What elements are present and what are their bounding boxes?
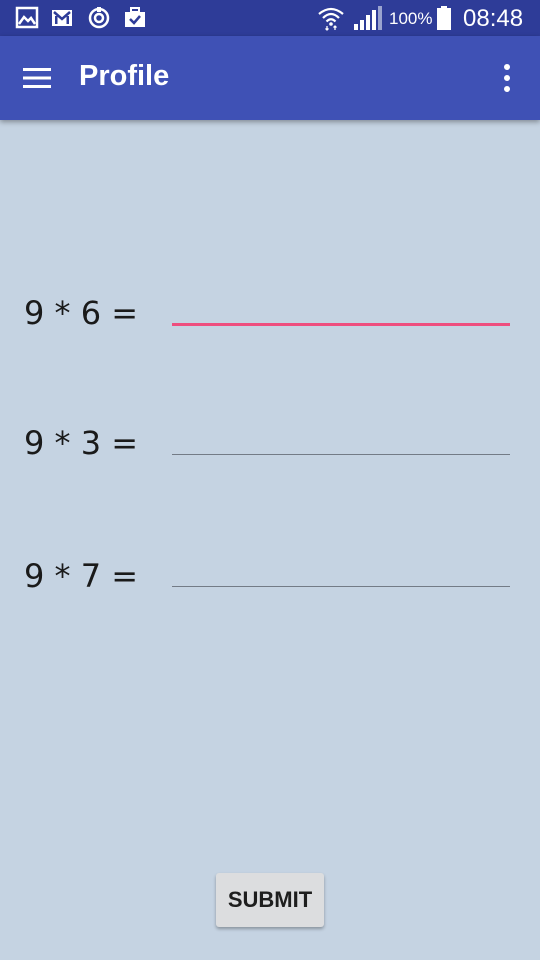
hamburger-menu-icon — [23, 68, 51, 88]
overflow-menu-button[interactable] — [496, 62, 518, 94]
battery-percent: 100% — [389, 9, 433, 28]
sync-icon — [88, 7, 110, 29]
page-title: Profile — [79, 60, 170, 92]
wifi-icon — [318, 7, 344, 31]
gmail-icon — [52, 10, 72, 26]
answer-input-1[interactable] — [172, 286, 510, 326]
signal-icon — [354, 6, 382, 30]
briefcase-icon — [125, 7, 145, 27]
status-bar: 100% 08:48 — [0, 0, 540, 36]
menu-button[interactable] — [22, 66, 52, 90]
battery-icon — [437, 6, 451, 30]
question-label-3: 9 * 7 = — [24, 557, 139, 595]
question-label-1: 9 * 6 = — [24, 294, 139, 332]
clock: 08:48 — [463, 5, 524, 32]
more-vertical-icon — [504, 64, 510, 92]
gallery-icon — [15, 6, 39, 29]
submit-button[interactable]: SUBMIT — [216, 873, 324, 927]
app-bar: Profile — [0, 36, 540, 120]
question-label-2: 9 * 3 = — [24, 424, 139, 462]
content-area: 9 * 6 = 9 * 3 = 9 * 7 = SUBMIT — [0, 120, 540, 960]
answer-input-2[interactable] — [172, 415, 510, 455]
answer-input-3[interactable] — [172, 547, 510, 587]
